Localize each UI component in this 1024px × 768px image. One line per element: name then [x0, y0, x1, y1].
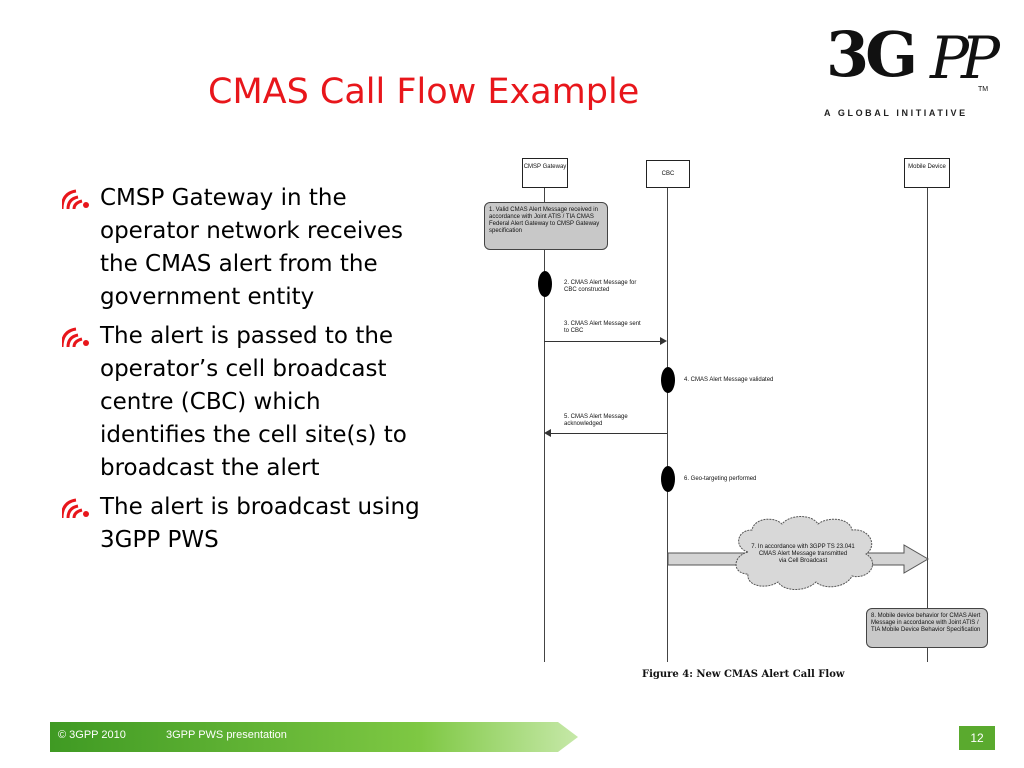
step-2-label: 2. CMAS Alert Message for CBC constructe…	[564, 280, 637, 293]
step-4-label: 4. CMAS Alert Message validated	[684, 377, 774, 383]
lifeline-cmsp	[544, 188, 545, 662]
bullet-item: CMSP Gateway in the operator network rec…	[62, 182, 482, 314]
bullet-text: The alert is broadcast using 3GPP PWS	[100, 494, 420, 553]
figure-caption: Figure 4: New CMAS Alert Call Flow	[642, 669, 845, 680]
message-arrow	[544, 341, 660, 342]
arrowhead	[660, 337, 667, 345]
logo-tagline: A GLOBAL INITIATIVE	[824, 108, 968, 118]
step-5-label: 5. CMAS Alert Message acknowledged	[564, 414, 628, 427]
process-marker	[661, 367, 675, 393]
call-flow-diagram: CMSP Gateway CBC Mobile Device 1. Valid …	[474, 150, 1004, 690]
logo-pp: PP	[930, 24, 1000, 92]
lifeline-cbc	[667, 188, 668, 662]
page-number: 12	[959, 726, 995, 750]
node-cmsp-gateway: CMSP Gateway	[522, 158, 568, 188]
footer-bar	[50, 722, 578, 752]
step-8-box: 8. Mobile device behavior for CMAS Alert…	[866, 608, 988, 648]
cloud-shape	[735, 516, 873, 590]
step-6-label: 6. Geo-targeting performed	[684, 476, 757, 482]
3gpp-logo: 3G PP TM A GLOBAL INITIATIVE	[824, 18, 1004, 128]
bullet-text: CMSP Gateway in the operator network rec…	[100, 185, 403, 310]
signal-waves-icon	[62, 189, 89, 210]
step-3-label: 3. CMAS Alert Message sent to CBC	[564, 321, 641, 334]
bullet-item: The alert is broadcast using 3GPP PWS	[62, 491, 482, 557]
bullet-list: CMSP Gateway in the operator network rec…	[62, 182, 482, 563]
footer-copyright: © 3GPP 2010	[58, 729, 126, 741]
step-1-box: 1. Valid CMAS Alert Message received in …	[484, 202, 608, 250]
bullet-text: The alert is passed to the operator’s ce…	[100, 323, 407, 481]
node-mobile-device: Mobile Device	[904, 158, 950, 188]
logo-word: 3G	[826, 18, 918, 91]
logo-trademark: TM	[978, 86, 989, 93]
footer-presentation: 3GPP PWS presentation	[166, 729, 287, 741]
bullet-item: The alert is passed to the operator’s ce…	[62, 320, 482, 485]
signal-waves-icon	[62, 498, 89, 519]
slide-title: CMAS Call Flow Example	[208, 72, 640, 112]
process-marker	[661, 466, 675, 492]
step-7-label: 7. In accordance with 3GPP TS 23.041 CMA…	[751, 544, 855, 564]
lifeline-mobile	[927, 188, 928, 662]
process-marker	[538, 271, 552, 297]
arrowhead	[544, 429, 551, 437]
signal-waves-icon	[62, 327, 89, 348]
node-cbc: CBC	[646, 160, 690, 188]
message-arrow	[551, 433, 667, 434]
